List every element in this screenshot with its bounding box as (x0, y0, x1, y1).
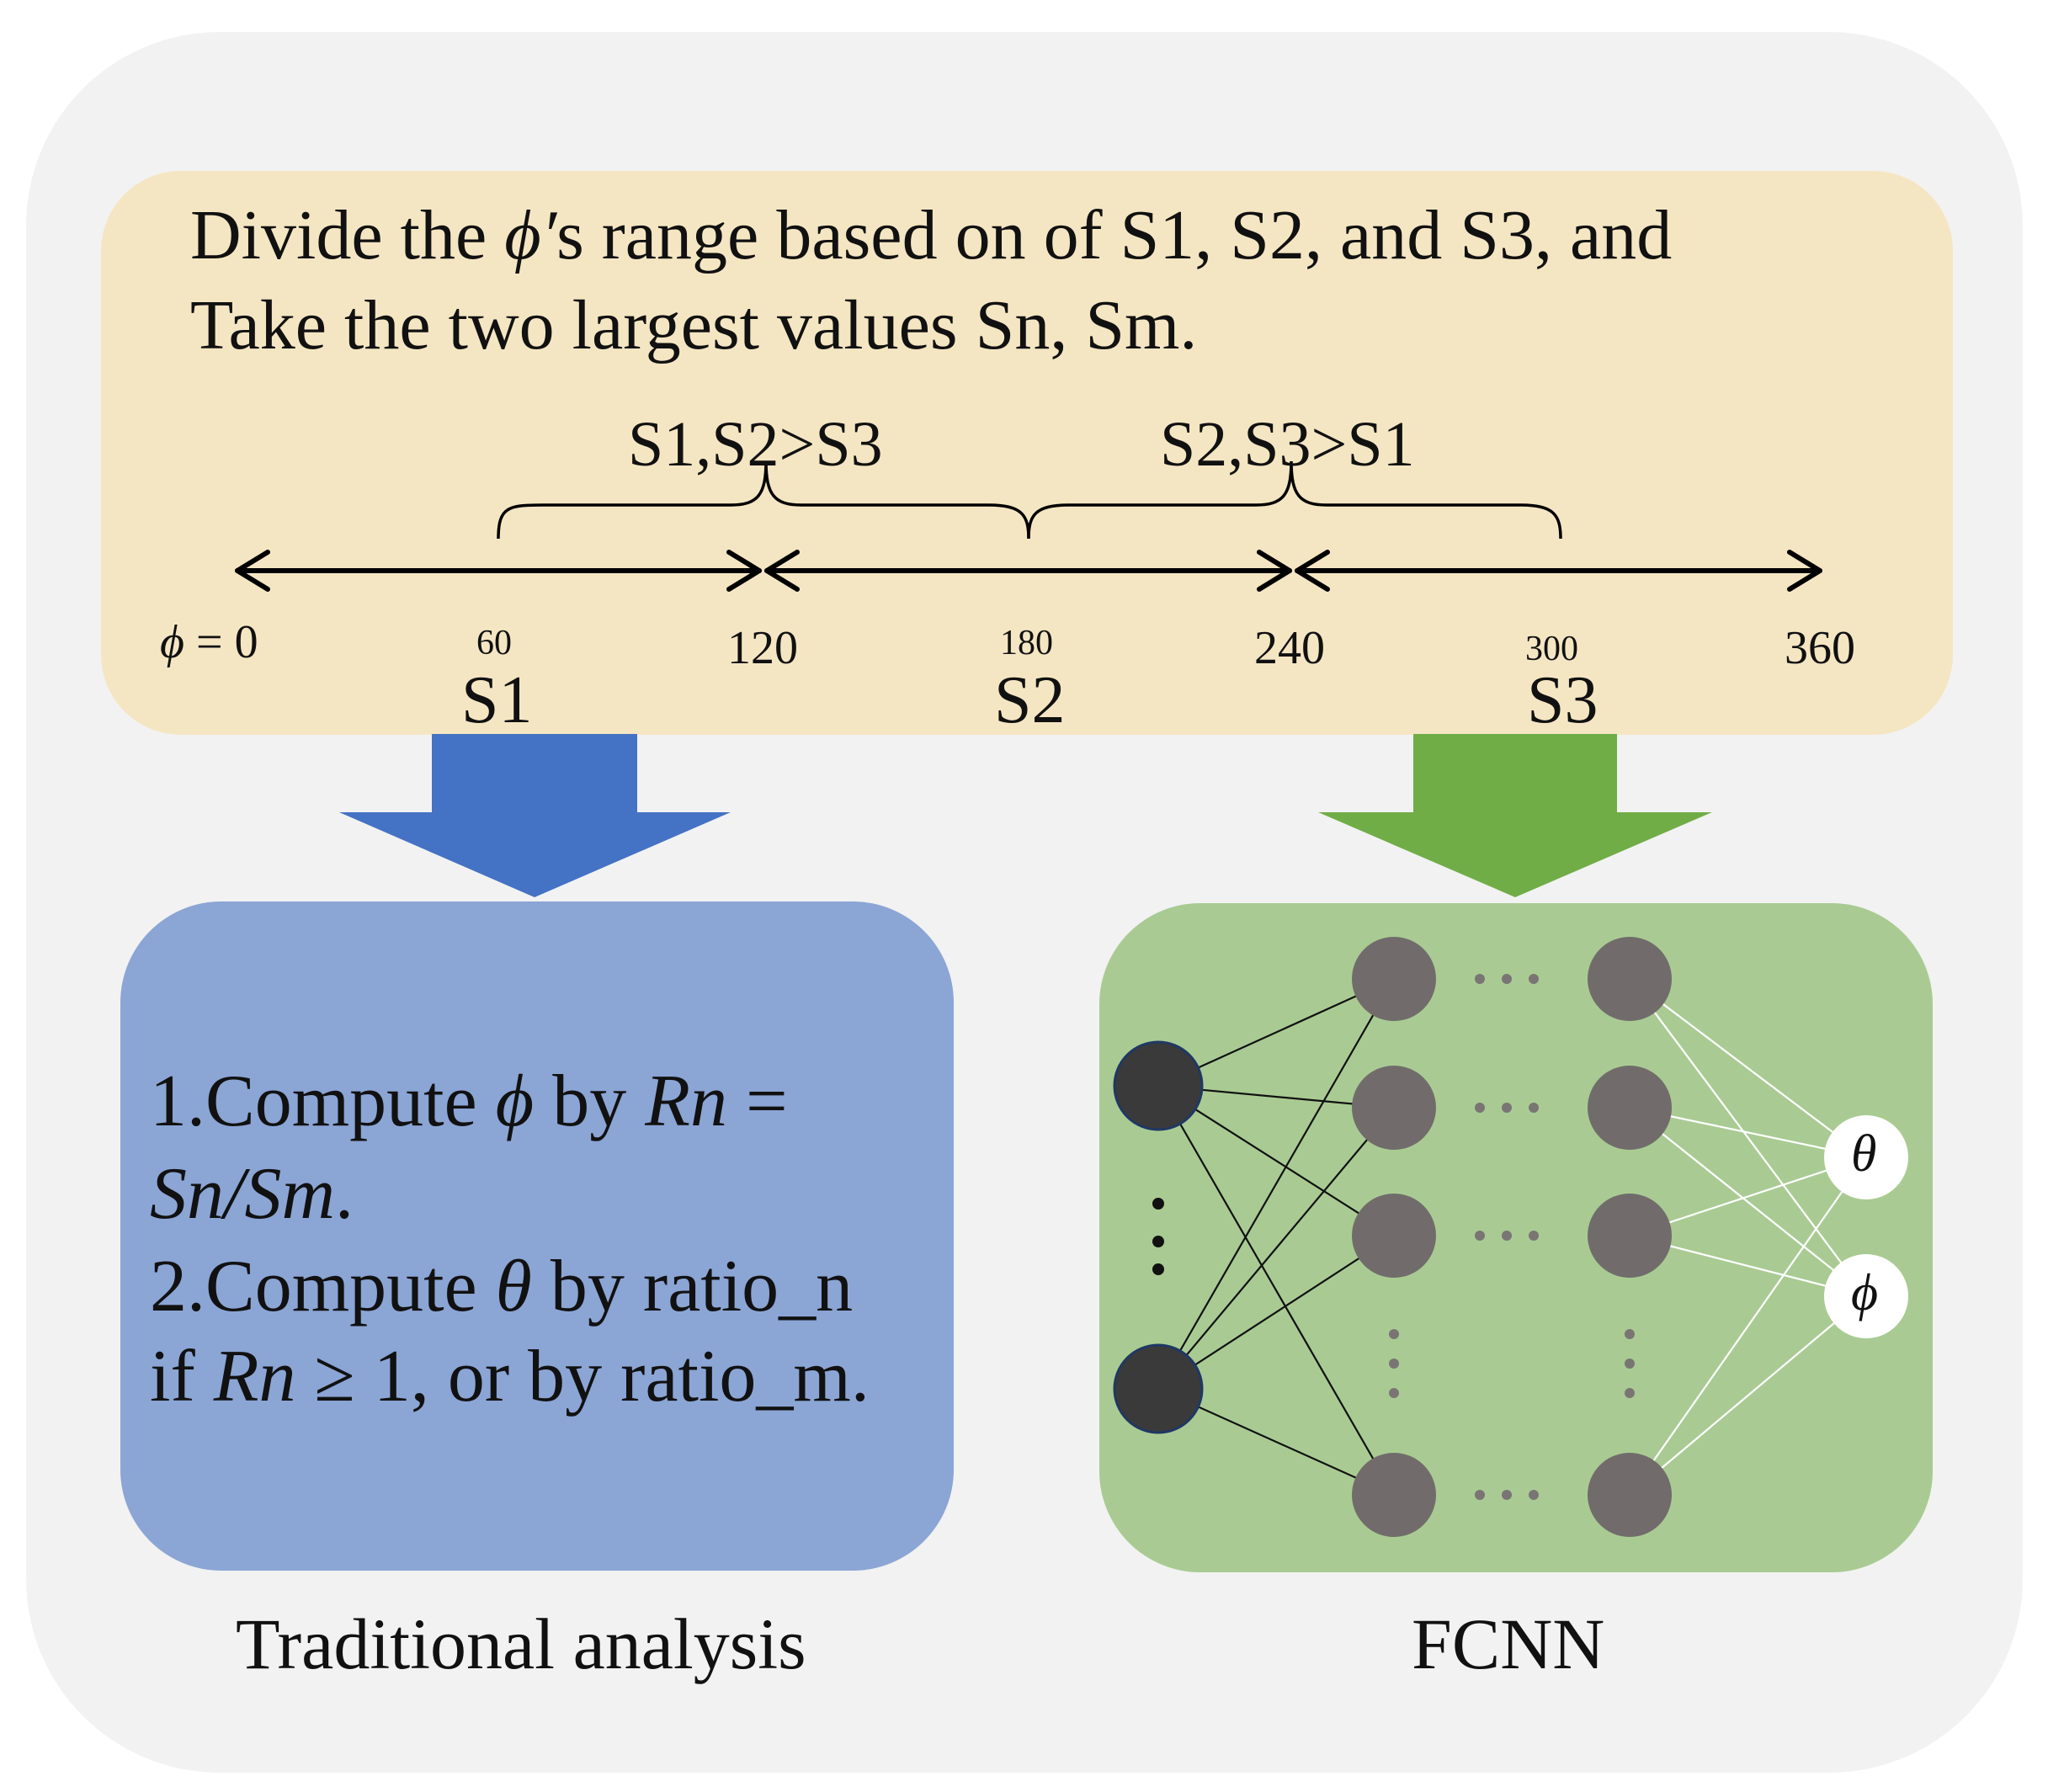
fcnn-caption: FCNN (1412, 1603, 1605, 1684)
tick-label-60: 60 (476, 624, 512, 662)
step-1-line-2: Sn/Sm. (150, 1153, 354, 1235)
input-node (1113, 1040, 1204, 1131)
step-2-line-1: 2.Compute θ by ratio_n (150, 1246, 854, 1327)
blue-down-arrow (339, 734, 731, 897)
step-2-line-2: if Rn ≥ 1, or by ratio_m. (150, 1336, 870, 1417)
phi-zero-label: ϕ = 0 (160, 616, 258, 668)
left-brace-label: S1,S2>S3 (628, 409, 883, 480)
instruction-line-2: Take the two largest values Sn, Sm. (190, 286, 1198, 364)
output-node-theta (1824, 1115, 1908, 1199)
hidden-vertical-ellipsis (1389, 1329, 1635, 1398)
right-brace (1027, 460, 1562, 540)
left-brace (497, 460, 1030, 540)
output-phi-label: ϕ (1851, 1264, 1879, 1321)
hidden-layer-first (1352, 937, 1436, 1537)
output-node-phi (1824, 1254, 1908, 1338)
right-brace-label: S2,S3>S1 (1160, 409, 1415, 480)
traditional-analysis-caption: Traditional analysis (236, 1603, 806, 1684)
segment-label-s2: S2 (994, 663, 1066, 737)
phi-number-line (235, 550, 1822, 592)
tick-label-300: 300 (1525, 630, 1578, 668)
range-division-panel (101, 171, 1953, 735)
input-ellipsis (1152, 1198, 1164, 1275)
output-theta-label: θ (1851, 1125, 1877, 1183)
tick-label-360: 360 (1785, 622, 1855, 674)
tick-label-180: 180 (1000, 624, 1053, 662)
input-node (1113, 1343, 1204, 1434)
step-1-line-1: 1.Compute ϕ by Rn = (150, 1061, 788, 1142)
green-down-arrow (1318, 734, 1712, 897)
hidden-layer-last (1588, 937, 1672, 1537)
instruction-line-1: Divide the ϕ′s range based on of S1, S2,… (190, 196, 1673, 274)
tick-label-120: 120 (727, 622, 798, 674)
tick-label-240: 240 (1254, 622, 1325, 674)
segment-label-s1: S1 (461, 663, 533, 737)
segment-label-s3: S3 (1527, 663, 1599, 737)
hidden-layer-ellipsis (1475, 974, 1539, 1500)
traditional-analysis-panel (120, 901, 954, 1571)
